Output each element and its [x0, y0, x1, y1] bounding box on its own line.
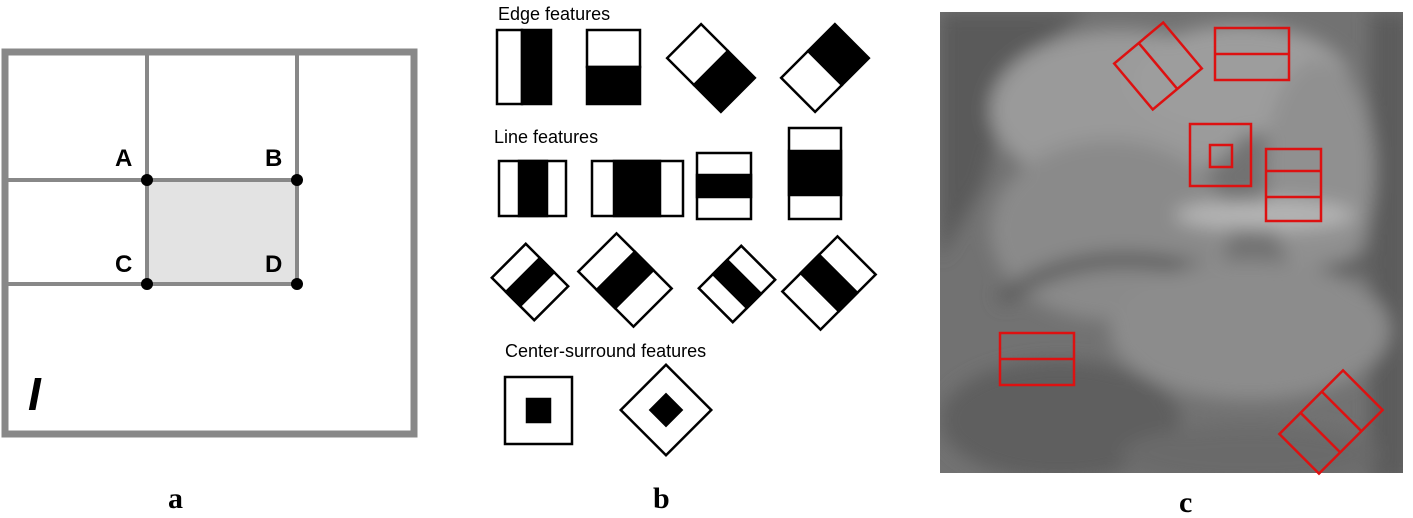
- line-feature-rotated-4: [780, 234, 878, 332]
- point-c-dot: [141, 278, 153, 290]
- line-feature-rotated-3: [697, 244, 777, 324]
- feature-box-horizontal-left: [998, 331, 1076, 387]
- center-surround-square: [503, 375, 574, 446]
- line-feature-vertical-narrow: [497, 159, 568, 218]
- edge-feature-horizontal: [585, 28, 642, 106]
- point-a-label: A: [115, 145, 132, 172]
- line-feature-rotated-1: [490, 242, 570, 322]
- point-d-label: D: [265, 251, 282, 278]
- feature-box-rotated-bottom: [1277, 368, 1385, 476]
- point-b-label: B: [265, 145, 282, 172]
- point-a-dot: [141, 174, 153, 186]
- panel-a: A B C D I a: [1, 48, 418, 515]
- line-feature-horizontal-wide: [787, 126, 843, 221]
- point-c-label: C: [115, 251, 132, 278]
- edge-features-heading: Edge features: [498, 4, 610, 24]
- face-image: [940, 12, 1403, 473]
- panel-b-label: b: [653, 482, 670, 515]
- image-label: I: [28, 368, 42, 420]
- panel-a-label: a: [168, 482, 183, 515]
- edge-feature-vertical: [495, 28, 553, 106]
- line-feature-vertical-wide: [590, 159, 685, 218]
- panel-c: c: [940, 12, 1403, 518]
- center-surround-heading: Center-surround features: [505, 341, 706, 361]
- point-b-dot: [291, 174, 303, 186]
- shaded-region: [147, 180, 297, 283]
- feature-box-horizontal-top: [1213, 26, 1291, 82]
- feature-box-rotated-top: [1112, 20, 1204, 112]
- line-features-heading: Line features: [494, 127, 598, 147]
- line-feature-rotated-2: [576, 231, 674, 329]
- panel-b: Edge features Line features Center-surro…: [490, 4, 878, 515]
- point-d-dot: [291, 278, 303, 290]
- feature-box-horizontal-line: [1264, 147, 1323, 223]
- feature-boxes: [998, 20, 1385, 476]
- line-feature-horizontal-narrow: [695, 151, 753, 221]
- edge-feature-diagonal-2: [779, 22, 871, 114]
- center-surround-diamond: [618, 362, 714, 458]
- edge-feature-diagonal-1: [665, 22, 757, 114]
- panel-c-label: c: [1179, 486, 1192, 518]
- feature-box-center-surround: [1188, 122, 1253, 188]
